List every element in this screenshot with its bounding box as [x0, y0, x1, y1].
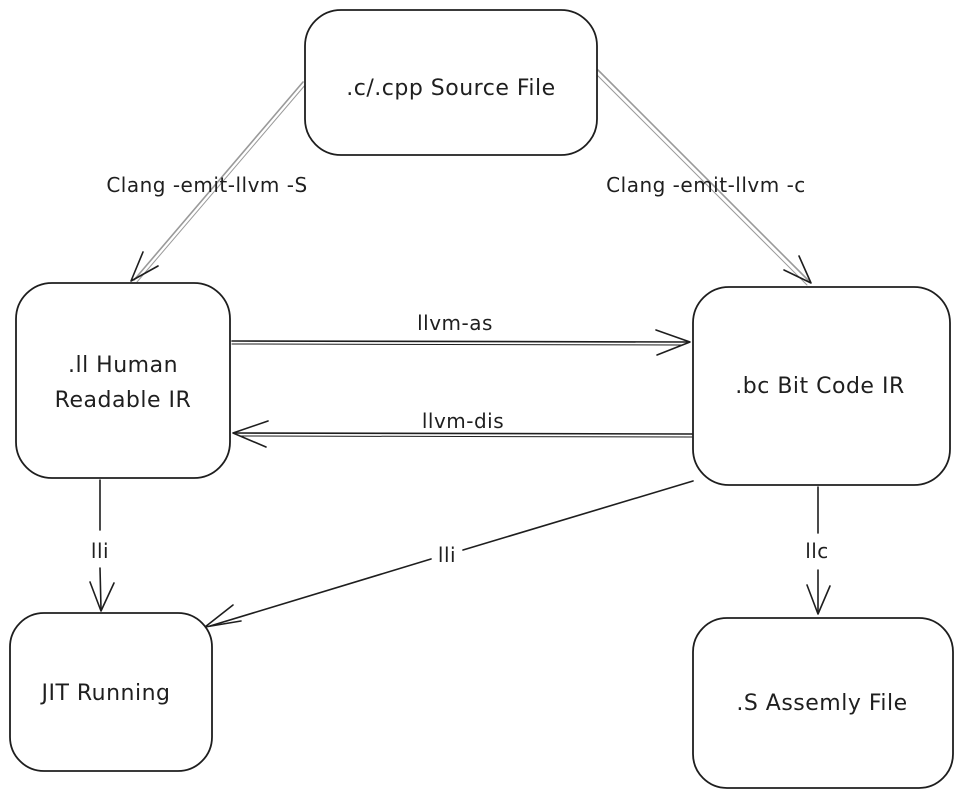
- node-labels: .c/.cpp Source File .ll Human Readable I…: [39, 76, 907, 716]
- node-bc-ir-label: .bc Bit Code IR: [735, 374, 904, 399]
- edge-clang-c-line-2: [594, 72, 808, 286]
- node-source-file-box: [304, 9, 598, 156]
- node-boxes: [9, 9, 954, 789]
- edge-llvm-as-line-2: [231, 343, 684, 346]
- node-jit-box: [9, 612, 213, 772]
- node-asm-label: .S Assemly File: [736, 691, 907, 716]
- edge-llc-label: llc: [805, 539, 829, 563]
- node-ll-ir-label-line1: .ll Human: [68, 353, 178, 378]
- edge-lli-diag-line: [209, 480, 694, 627]
- edge-llvm-dis-arrowhead: [232, 420, 269, 448]
- gray-arrow-lines: [133, 69, 811, 286]
- edge-llvm-dis-label: llvm-dis: [422, 409, 504, 433]
- node-ll-ir-box: [15, 282, 231, 479]
- edge-llvm-dis-line: [235, 432, 693, 435]
- edge-clang-s-arrowhead: [130, 251, 159, 282]
- edge-lli-left-line: [99, 479, 102, 610]
- edge-clang-c-arrowhead: [783, 255, 812, 284]
- node-bc-ir-box: [692, 286, 951, 486]
- edge-llvm-as-label: llvm-as: [417, 311, 493, 335]
- edge-llvm-as-arrowhead: [655, 329, 691, 356]
- node-source-file-label: .c/.cpp Source File: [346, 76, 555, 101]
- edge-clang-c-label: Clang -emit-llvm -c: [606, 173, 806, 197]
- edge-llvm-as-line: [231, 340, 688, 343]
- edge-lli-diag-label: lli: [438, 543, 456, 567]
- edge-llc-arrowhead: [806, 584, 831, 615]
- node-ll-ir-label-line2: Readable IR: [55, 388, 192, 413]
- edge-lli-left-label: lli: [91, 539, 109, 563]
- node-jit-label: JIT Running: [39, 681, 170, 706]
- edge-llvm-dis-line-2: [239, 435, 693, 438]
- edge-clang-s-line: [133, 81, 304, 281]
- edge-labels: Clang -emit-llvm -S Clang -emit-llvm -c …: [91, 173, 829, 567]
- edge-lli-left-arrowhead: [89, 581, 115, 612]
- edge-clang-s-label: Clang -emit-llvm -S: [106, 173, 307, 197]
- edge-clang-s-line-2: [136, 83, 307, 283]
- node-asm-box: [692, 617, 954, 789]
- edge-lli-diag-arrowhead: [204, 604, 242, 628]
- edge-clang-c-line: [597, 69, 811, 283]
